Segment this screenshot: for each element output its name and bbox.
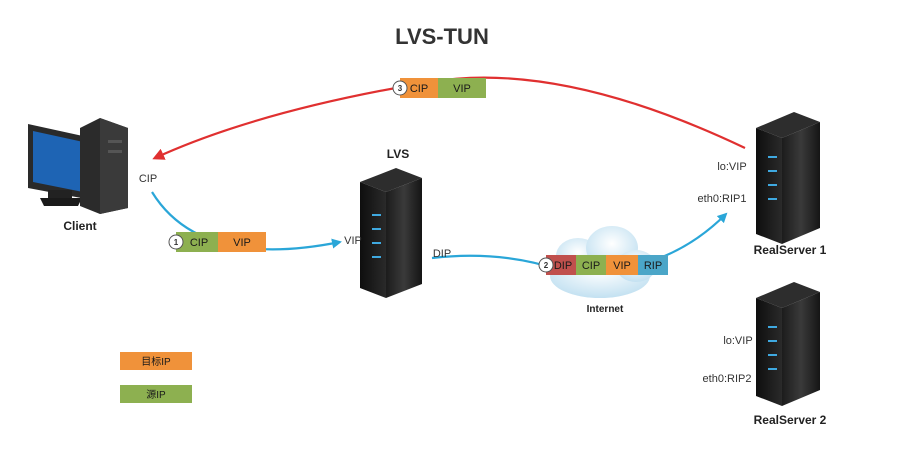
client-label: Client	[63, 219, 96, 233]
svg-text:CIP: CIP	[582, 260, 600, 272]
packet-1: 1 CIP VIP	[168, 232, 266, 252]
svg-text:3: 3	[398, 84, 403, 93]
packet-3-number-badge	[392, 80, 408, 96]
legend-dest-swatch	[120, 352, 192, 370]
realserver-1-lo-label: lo:VIP	[717, 161, 746, 173]
page-title: LVS-TUN	[395, 24, 489, 49]
lvs-vip-label: VIP	[344, 235, 362, 247]
svg-text:DIP: DIP	[554, 260, 572, 272]
svg-text:VIP: VIP	[233, 237, 251, 249]
realserver-1-label: RealServer 1	[754, 243, 827, 257]
svg-text:2: 2	[544, 261, 549, 270]
lvs-server-icon	[360, 168, 422, 298]
realserver-1-eth-label: eth0:RIP1	[698, 193, 747, 205]
packet-2-field-rip	[638, 255, 668, 275]
packet-3: 3 CIP VIP	[392, 78, 486, 98]
packet-2-field-dip	[546, 255, 576, 275]
packet-2-field-cip	[576, 255, 606, 275]
realserver-2-icon	[756, 282, 820, 406]
legend-dest-label: 目标IP	[141, 356, 171, 368]
realserver-2-label: RealServer 2	[754, 413, 827, 427]
svg-text:CIP: CIP	[410, 83, 428, 95]
packet-2-number-badge	[538, 257, 554, 273]
packet-1-dst-field	[218, 232, 266, 252]
realserver-1-icon	[756, 112, 820, 244]
svg-text:1: 1	[174, 238, 179, 247]
legend-src-swatch	[120, 385, 192, 403]
svg-text:VIP: VIP	[613, 260, 631, 272]
packet-3-src-field	[400, 78, 438, 98]
svg-text:VIP: VIP	[453, 83, 471, 95]
realserver-2-eth-label: eth0:RIP2	[703, 373, 752, 385]
internet-label: Internet	[587, 304, 624, 315]
packet-2: 2 DIP CIP VIP RIP	[538, 255, 668, 275]
svg-text:RIP: RIP	[644, 260, 662, 272]
client-ip-label: CIP	[139, 173, 157, 185]
legend-src-label: 源IP	[146, 388, 166, 401]
lvs-dip-label: DIP	[433, 248, 451, 260]
lvs-label: LVS	[387, 147, 409, 161]
packet-1-src-field	[176, 232, 218, 252]
packet-1-number-badge	[168, 234, 184, 250]
packet-2-field-vip	[606, 255, 638, 275]
client-computer-icon	[28, 118, 128, 214]
svg-text:CIP: CIP	[190, 237, 208, 249]
legend: 目标IP 源IP	[120, 352, 192, 403]
packet-3-dst-field	[438, 78, 486, 98]
realserver-2-lo-label: lo:VIP	[723, 335, 752, 347]
